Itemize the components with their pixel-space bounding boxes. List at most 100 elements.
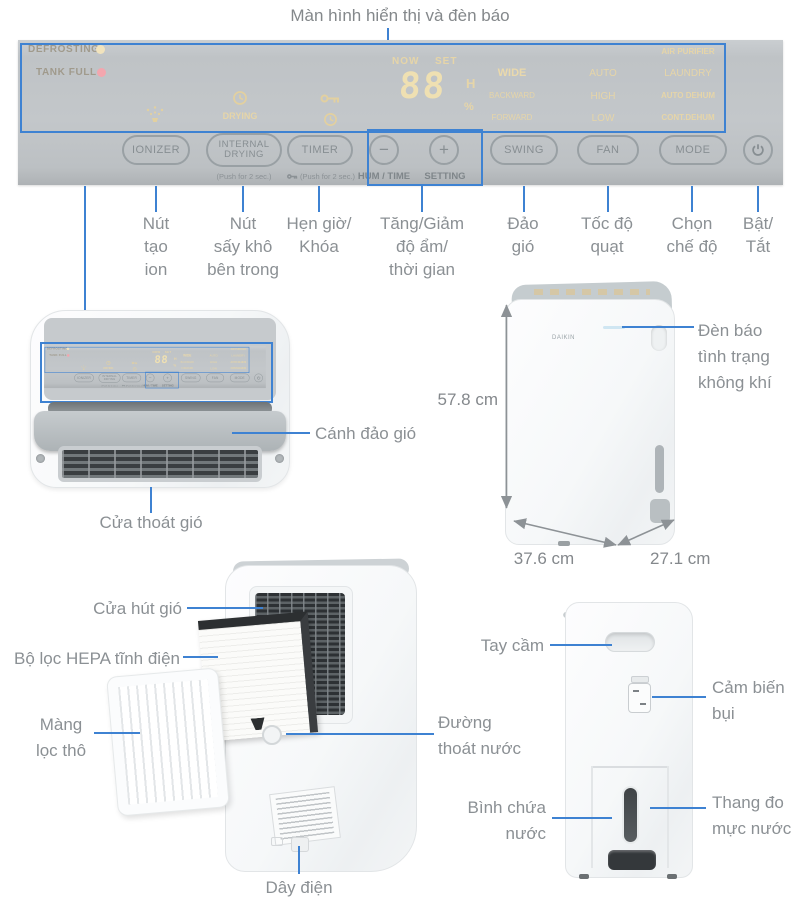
power-icon [752,144,764,156]
callout-timer: Hẹn giờ/ Khóa [286,214,352,256]
mode-option-air-purifier: AIR PURIFIER [661,47,715,56]
small-key-icon [286,174,298,179]
air-quality-indicator-strip [603,326,625,329]
swing-option-wide: WIDE [497,67,527,79]
fan-option-auto: AUTO [589,68,617,79]
side-bottom-vent [650,499,670,523]
device-side-view [562,600,697,882]
now-label: NOW [392,56,420,67]
label-air-inlet: Cửa hút gió [93,599,182,618]
fan-button[interactable]: FAN [577,135,639,165]
side-foot-right [667,874,677,879]
tank-full-indicator-dot [97,68,106,77]
swing-louver-blade [34,411,286,451]
timer-push-note-text: (Push for 2 sec.) [300,172,356,181]
leader-internal-drying [242,186,244,212]
device-front-body [505,299,675,545]
humidity-plus-button[interactable]: + [429,135,459,165]
drain-outlet-circle [262,725,282,745]
callout-mode: Chọn chế độ [666,214,718,256]
leader-coarse [94,732,140,734]
dimension-width: 37.6 cm [513,549,575,568]
dimension-height: 57.8 cm [437,390,498,409]
page-title: Màn hình hiển thị và đèn báo [290,6,510,25]
tank-seam-top [591,766,669,768]
water-level-window [622,786,639,844]
leader-power [757,186,759,212]
side-foot-left [579,874,589,879]
dust-sensor-mark-top [633,690,639,692]
cord-notch [271,837,283,846]
leader-panel-to-device [84,186,86,343]
tank-full-label: TANK FULL [36,67,97,78]
device-front-view: DAIKIN [500,280,695,548]
seven-segment-value: 88 [397,66,448,107]
label-air-outlet: Cửa thoát gió [99,513,203,532]
tank-seam-right [667,766,669,868]
hour-unit: H [466,76,476,91]
dimension-depth: 27.1 cm [650,549,711,568]
front-foot [558,541,570,546]
label-water-level: Thang đo mực nước [712,793,792,838]
label-dust-sensor: Cảm biến bụi [712,678,785,723]
dust-sensor-mark-bottom [640,703,646,705]
control-panel: DEFROSTING TANK FULL DRYING NOW SET 88 H… [18,40,783,186]
timer-push-note: (Push for 2 sec.) [278,172,364,181]
leader-cord [298,846,300,874]
leader-swing [523,186,525,212]
fan-option-high: HIGH [590,91,616,102]
display-annotation-box [20,43,726,133]
leader-fan [607,186,609,212]
handle-recess [605,632,655,652]
ionizer-spray-icon [146,106,164,122]
swing-button[interactable]: SWING [490,135,558,165]
cord-clip [291,837,309,852]
leader-dust-sensor [652,696,706,698]
fan-option-low: LOW [591,113,615,124]
dust-sensor-lid [631,676,649,683]
percent-unit: % [464,101,474,113]
mode-option-laundry: LAUNDRY [664,68,712,79]
label-water-tank: Bình chứa nước [467,798,546,843]
label-air-quality: Đèn báo tình trạng không khí [698,321,772,392]
timer-clock-icon [324,113,337,126]
label-handle: Tay cầm [480,636,544,655]
side-handle-recess [651,325,667,351]
coarse-filter-mesh [118,679,218,805]
mini-control-panel-image: DEFROSTING TANK FULL DRYING NOW SET 88 H… [44,346,268,392]
drying-clock-icon [233,91,247,105]
defrosting-label: DEFROSTING [28,44,100,55]
ionizer-button[interactable]: IONIZER [122,135,190,165]
mode-option-cont-dehum: CONT.DEHUM [661,113,715,122]
hum-time-label: HUM / TIME [357,171,411,182]
leader-hum-time [421,184,423,212]
leader-water-level [650,807,706,809]
timer-button[interactable]: TIMER [287,135,353,165]
label-drain: Đường thoát nước [438,713,522,758]
leader-air-inlet [187,607,263,609]
power-button[interactable] [743,135,773,165]
humidity-minus-button[interactable]: − [369,135,399,165]
callout-power: Bật/ Tắt [742,214,774,256]
screw-left [36,454,45,463]
mode-button[interactable]: MODE [659,135,727,165]
label-coarse: Màng lọc thô [35,715,87,760]
label-cord: Dây điện [265,878,333,897]
screw-right [275,454,284,463]
label-hepa: Bộ lọc HEPA tĩnh điện [13,649,180,668]
key-lock-icon [320,94,339,103]
coarse-filter [106,667,230,817]
callout-ionizer: Nút tạo ion [142,214,170,279]
callout-fan: Tốc độ quạt [581,214,633,256]
callout-hum-time: Tăng/Giảm độ ẩm/ thời gian [379,214,465,279]
callout-internal-drying: Nút sấy khô bên trong [207,214,279,279]
label-swing-louver: Cánh đảo gió [315,424,417,443]
device-rear-view [106,558,425,878]
tank-bottom-grip [608,850,656,870]
hum-time-setting-group-box [367,129,483,186]
internal-drying-button[interactable]: INTERNAL DRYING [206,133,282,167]
leader-air-outlet [150,487,152,513]
leader-hepa [183,656,218,658]
air-outlet-grille [58,446,262,482]
leader-handle [550,644,612,646]
